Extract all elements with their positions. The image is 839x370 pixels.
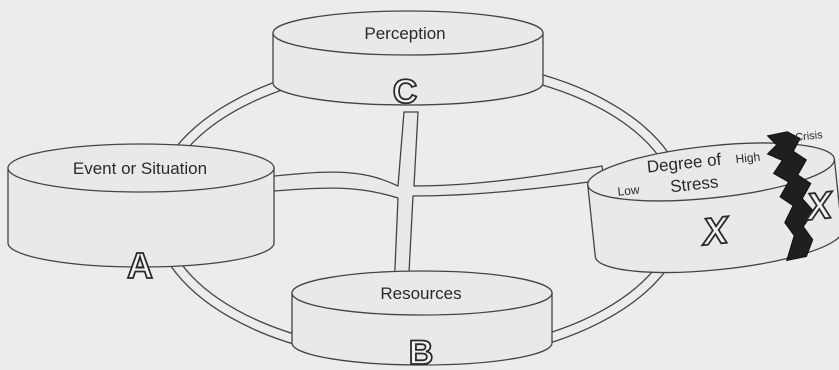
perception-letter: C [393,73,418,111]
event-label: Event or Situation [73,159,207,178]
stress-high-label: High [735,150,761,167]
event-node: Event or Situation A [7,143,275,287]
resources-node: Resources B [291,270,553,370]
stress-low-label: Low [617,183,641,199]
stress-node: Degree of Stress Low High Crisis X X [587,129,839,274]
stress-crisis-label: Crisis [795,129,824,144]
event-letter: A [127,245,153,286]
cross-connector [254,111,605,293]
resources-letter: B [409,334,434,370]
crisis-crack [766,131,815,262]
perception-label: Perception [364,24,445,43]
resources-label: Resources [380,284,461,303]
perception-node: Perception C [272,10,544,112]
stress-label-line2: Stress [669,172,719,196]
